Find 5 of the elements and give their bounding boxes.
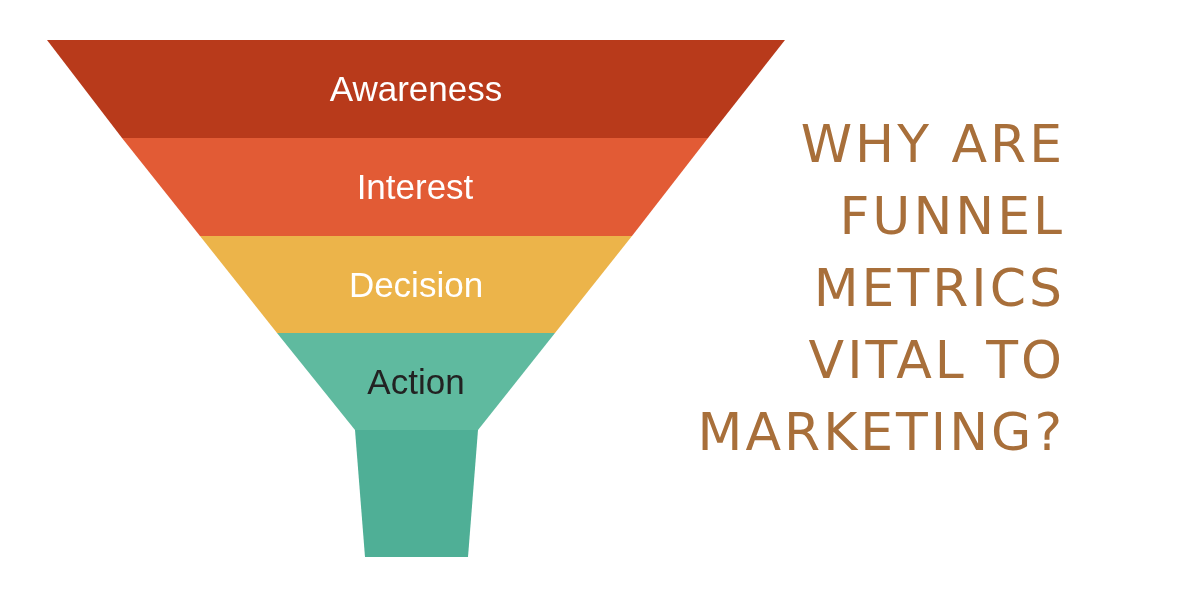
stage-label: Action <box>367 361 465 402</box>
title: WHY ARE FUNNEL METRICS VITAL TO MARKETING? <box>696 113 1065 464</box>
stage-label: Interest <box>356 167 474 207</box>
stage-label: Decision <box>348 264 484 305</box>
stage-label: Awareness <box>329 69 503 109</box>
